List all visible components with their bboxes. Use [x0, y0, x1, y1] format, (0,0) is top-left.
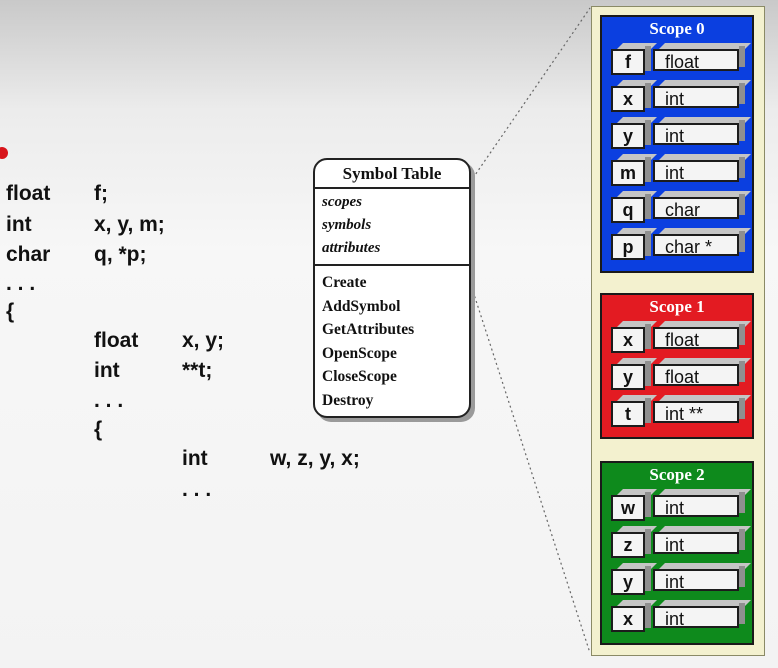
- scope-0-box: Scope 0 f float x int y int m int q char…: [600, 15, 754, 273]
- symbol-type-cell: char: [653, 194, 745, 220]
- symbol-type-cell: int: [653, 603, 745, 629]
- code-declarators: w, z, y, x;: [270, 447, 360, 470]
- symbol-name: z: [623, 535, 633, 555]
- code-declarators: q, *p;: [94, 243, 147, 266]
- code-ellipsis: . . .: [94, 389, 124, 412]
- scope-2-title: Scope 2: [649, 465, 705, 484]
- code-declarators: x, y, m;: [94, 213, 165, 236]
- symbol-type-cell: char *: [653, 231, 745, 257]
- symbol-name: x: [622, 609, 633, 629]
- code-open-brace: {: [6, 300, 15, 323]
- symbol-type: float: [665, 52, 700, 72]
- symbol-type: int: [665, 609, 685, 629]
- operation-create: Create: [322, 274, 367, 291]
- symbol-name-cell: f: [611, 46, 651, 75]
- symbol-type: int: [665, 126, 685, 146]
- symbol-name: t: [625, 404, 631, 424]
- symbol-type: float: [665, 330, 700, 350]
- symbol-type-cell: int: [653, 566, 745, 592]
- code-declarators: f;: [94, 182, 108, 205]
- symbol-name: x: [622, 330, 633, 350]
- attribute-symbols: symbols: [322, 217, 372, 233]
- scope-1-box: Scope 1 x float y float t int **: [600, 293, 754, 439]
- red-bullet-mark: [0, 147, 8, 159]
- code-declarators: x, y;: [182, 329, 225, 352]
- symbol-type: float: [665, 367, 700, 387]
- symbol-type: int: [665, 163, 685, 183]
- connector-line-top: [472, 7, 591, 179]
- code-open-brace: {: [94, 418, 103, 441]
- symbol-name: w: [620, 498, 635, 518]
- symbol-table-attributes: scopes symbols attributes: [315, 189, 469, 266]
- symbol-name: q: [622, 200, 634, 220]
- symbol-type: int **: [665, 404, 704, 424]
- symbol-table-title: Symbol Table: [315, 160, 469, 189]
- symbol-name-cell: t: [611, 398, 651, 427]
- scope-0-title: Scope 0: [649, 19, 705, 38]
- symbol-name: y: [622, 126, 633, 146]
- symbol-table-operations: Create AddSymbol GetAttributes OpenScope…: [315, 266, 469, 412]
- symbol-table-box: Symbol Table scopes symbols attributes C…: [313, 158, 471, 418]
- operation-getattributes: GetAttributes: [322, 321, 415, 338]
- code-keyword: int: [6, 213, 32, 236]
- symbol-name-cell: x: [611, 83, 651, 112]
- symbol-name: y: [622, 572, 633, 592]
- symbol-type-cell: int: [653, 120, 745, 146]
- symbol-type: int: [665, 572, 685, 592]
- operation-closescope: CloseScope: [322, 368, 397, 385]
- code-keyword: float: [94, 329, 139, 352]
- symbol-type-cell: float: [653, 46, 745, 72]
- connector-line-bottom: [469, 281, 591, 654]
- symbol-name-cell: m: [611, 157, 651, 186]
- symbol-type: int: [665, 535, 685, 555]
- symbol-name-cell: x: [611, 324, 651, 353]
- symbol-type-cell: int: [653, 157, 745, 183]
- symbol-name-cell: p: [611, 231, 651, 260]
- operation-addsymbol: AddSymbol: [322, 297, 401, 315]
- symbol-type: char *: [665, 237, 713, 257]
- symbol-name: p: [622, 237, 634, 257]
- symbol-name-cell: x: [611, 603, 651, 632]
- code-ellipsis: . . .: [6, 272, 36, 295]
- operation-openscope: OpenScope: [322, 344, 397, 362]
- attribute-attributes: attributes: [322, 240, 381, 256]
- code-keyword: char: [6, 243, 51, 266]
- symbol-name-cell: y: [611, 566, 651, 595]
- symbol-type-cell: int **: [653, 398, 745, 424]
- symbol-type: int: [665, 498, 685, 518]
- symbol-type-cell: int: [653, 529, 745, 555]
- scope-2-box: Scope 2 w int z int y int x int: [600, 461, 754, 645]
- symbol-name-cell: w: [611, 492, 651, 521]
- symbol-type-cell: int: [653, 492, 745, 518]
- symbol-name: m: [619, 163, 636, 183]
- code-keyword: int: [182, 447, 208, 470]
- scope-1-title: Scope 1: [649, 297, 705, 316]
- symbol-name-cell: y: [611, 361, 651, 390]
- code-ellipsis: . . .: [182, 478, 212, 501]
- operation-destroy: Destroy: [322, 391, 374, 409]
- scope-stack-panel: Scope 0 f float x int y int m int q char…: [591, 6, 765, 656]
- symbol-name-cell: y: [611, 120, 651, 149]
- symbol-type: char: [665, 200, 701, 220]
- symbol-name: x: [622, 89, 633, 109]
- symbol-type-cell: float: [653, 361, 745, 387]
- symbol-name: y: [622, 367, 633, 387]
- symbol-name-cell: q: [611, 194, 651, 223]
- code-keyword: int: [94, 359, 120, 382]
- symbol-type: int: [665, 89, 685, 109]
- code-declarators: **t;: [182, 359, 213, 382]
- symbol-type-cell: int: [653, 83, 745, 109]
- code-keyword: float: [6, 182, 51, 205]
- symbol-name-cell: z: [611, 529, 651, 558]
- symbol-name: f: [625, 52, 631, 72]
- attribute-scopes: scopes: [322, 194, 362, 210]
- symbol-type-cell: float: [653, 324, 745, 350]
